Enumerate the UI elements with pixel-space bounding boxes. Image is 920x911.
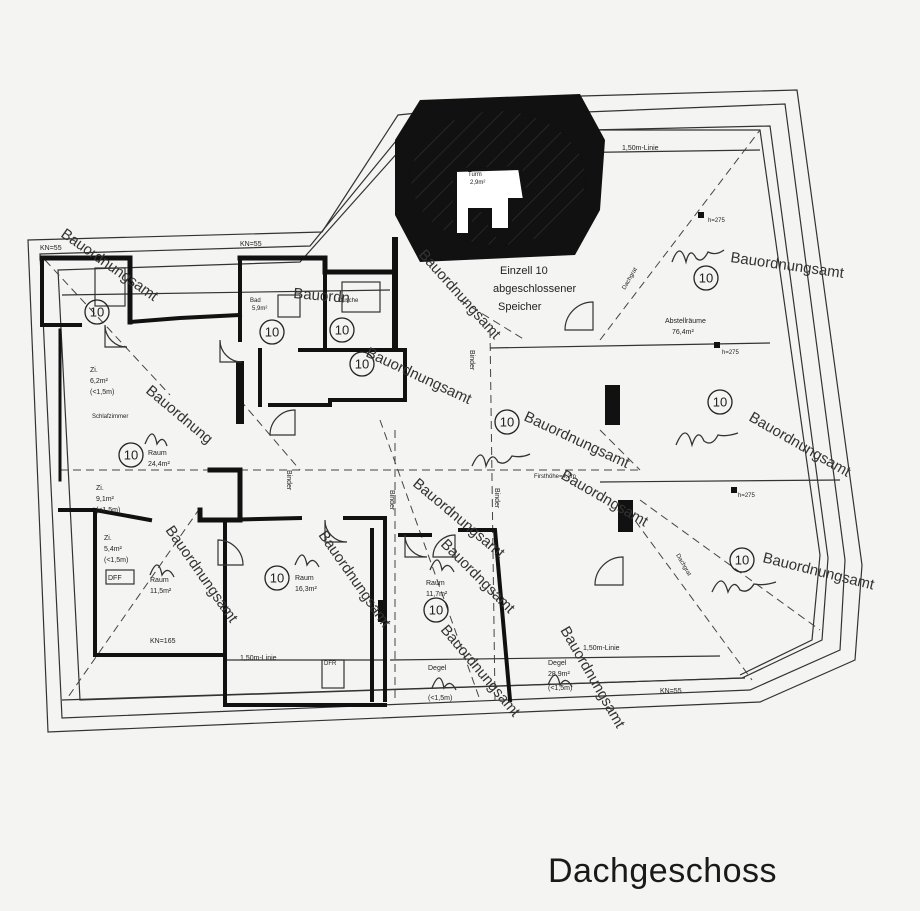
label-h275-a: h=275 [708, 218, 726, 224]
label-zi-b: Zi. [96, 485, 104, 492]
room-marker: 10 [494, 409, 520, 435]
page-title: Dachgeschoss [548, 852, 778, 890]
svg-text:10: 10 [699, 271, 713, 286]
stamp: Bauordnung [142, 382, 216, 448]
label-zi-a-area: 6,2m² [90, 378, 109, 385]
svg-text:10: 10 [335, 323, 349, 338]
label-zi-b-sub: (<1,5m) [96, 507, 120, 514]
label-raum-c-area: 11,7m² [426, 591, 448, 598]
svg-text:10: 10 [124, 448, 138, 463]
label-einzel-1: Einzell 10 [500, 265, 548, 277]
room-marker: 10 [707, 389, 733, 415]
label-firsth: Firsthöhe=4,2m [534, 474, 576, 480]
room-marker: 10 [84, 299, 110, 325]
label-degel-a: Degel [428, 665, 447, 672]
label-dachgrat-1: Dachgrat [622, 267, 640, 291]
svg-text:10: 10 [713, 395, 727, 410]
label-linie-bottom: 1,50m-Linie [240, 655, 277, 662]
label-h275-b: h=275 [722, 350, 740, 356]
room-marker: 10 [329, 317, 355, 343]
svg-text:10: 10 [355, 357, 369, 372]
label-zi-c: Zi. [104, 535, 112, 542]
label-kn-bl: KN=165 [150, 638, 176, 645]
signatures [144, 249, 777, 691]
label-raum-d-area: 24,4m² [148, 461, 170, 468]
label-raum-c: Raum [426, 580, 445, 587]
label-binder-2: Binder [285, 470, 292, 491]
label-h275-c: h=275 [738, 493, 756, 499]
label-einzel-2: abgeschlossener [493, 283, 577, 295]
label-linie-br: 1,50m-Linie [583, 645, 620, 652]
room-marker: 10 [118, 442, 144, 468]
room-marker: 10 [693, 265, 719, 291]
label-turm-area: 2,9m² [470, 180, 485, 186]
label-dachgrat-2: Dachgrat [674, 553, 692, 577]
plan-labels: Einzell 10 abgeschlossener Speicher Abst… [40, 145, 756, 702]
label-abstell-area: 76,4m² [672, 329, 694, 336]
room-markers: 10 10 10 10 10 10 10 10 10 10 10 [84, 265, 755, 623]
label-bad: Bad [250, 298, 261, 304]
label-kn-tm: KN=55 [240, 241, 262, 248]
svg-text:10: 10 [735, 553, 749, 568]
svg-text:10: 10 [90, 305, 104, 320]
room-marker: 10 [423, 597, 449, 623]
label-linie-top: 1,50m-Linie [622, 145, 659, 152]
walls [39, 237, 633, 707]
label-raum-a-area: 11,5m² [150, 588, 172, 595]
label-binder-1: Binder [468, 350, 475, 371]
label-kn-br: KN=55 [660, 688, 682, 695]
svg-text:10: 10 [270, 571, 284, 586]
svg-text:10: 10 [429, 603, 443, 618]
stamp: Bauordnungsamt [761, 549, 877, 593]
room-marker: 10 [259, 319, 285, 345]
label-zi-b-area: 9,1m² [96, 496, 115, 503]
tower [395, 94, 605, 262]
label-turm: Turm [468, 172, 482, 178]
label-binder-4: Binder [493, 488, 500, 509]
label-zi-a: Zi. [90, 367, 98, 374]
label-raum-b-area: 16,3m² [295, 586, 317, 593]
stamp: Bauordnungsamt [315, 528, 395, 632]
stamp: Bauordnungsamt [415, 246, 505, 343]
label-raum-d: Raum [148, 450, 167, 457]
label-dff: DFF [108, 575, 122, 582]
label-zi-c-area: 5,4m² [104, 546, 123, 553]
stamp: Bauordnungsamt [746, 409, 854, 481]
label-schlaf: Schlafzimmer [92, 414, 128, 420]
label-raum-b: Raum [295, 575, 314, 582]
label-abstell: Abstellräume [665, 318, 706, 325]
label-dfr: DFR [324, 661, 337, 667]
label-degel-b-sub: (<1,5m) [548, 685, 572, 692]
label-degel-b-area: 28,9m² [548, 671, 570, 678]
fixtures [94, 212, 737, 689]
label-zi-c-sub: (<1,5m) [104, 557, 128, 564]
stamp: Bauordnungsamt [162, 523, 242, 627]
label-kn-tl: KN=55 [40, 245, 62, 252]
label-raum-a: Raum [150, 577, 169, 584]
label-degel-a-sub: (<1,5m) [428, 695, 452, 702]
label-zi-a-sub: (<1,5m) [90, 389, 114, 396]
room-marker: 10 [349, 351, 375, 377]
stamp: Bauordn [293, 285, 351, 307]
label-dusche: Dusche [338, 298, 359, 304]
label-einzel-3: Speicher [498, 301, 542, 313]
doors [104, 301, 624, 586]
stamp: Bauordnungsamt [437, 622, 524, 721]
svg-text:10: 10 [265, 325, 279, 340]
label-bad-area: 5,9m² [252, 306, 267, 312]
room-marker: 10 [264, 565, 290, 591]
room-marker: 10 [729, 547, 755, 573]
svg-text:10: 10 [500, 415, 514, 430]
stamp: Bauordngsamt [558, 467, 652, 531]
label-binder-3: Binder [388, 490, 395, 511]
label-degel-b: Degel [548, 660, 567, 667]
inner-roof-outline [61, 129, 821, 701]
